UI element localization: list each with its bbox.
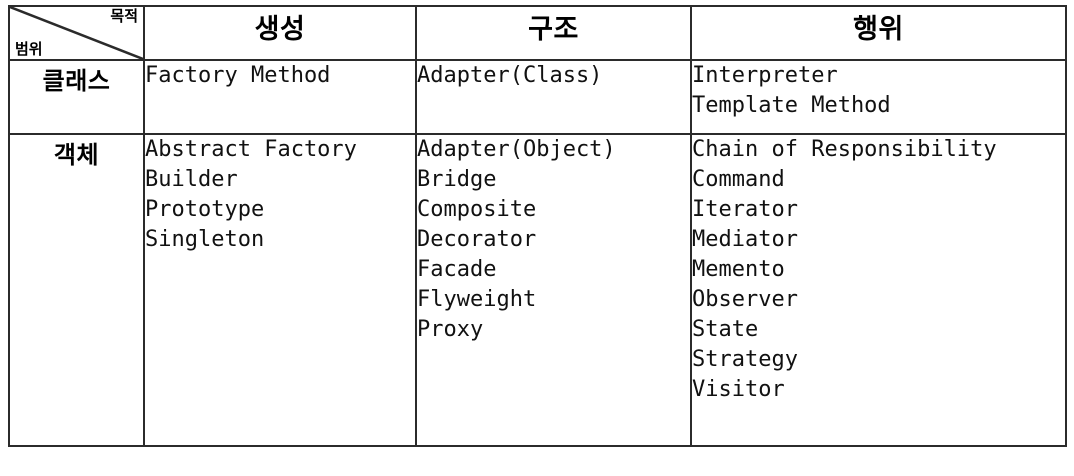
list-item: Mediator — [692, 227, 798, 252]
pattern-list: Chain of Responsibility Command Iterator… — [692, 135, 1065, 405]
list-item: Builder — [145, 167, 238, 192]
list-item: Composite — [417, 197, 537, 222]
cell-object-structural: Adapter(Object) Bridge Composite Decorat… — [415, 133, 692, 447]
list-item: Template Method — [692, 93, 891, 118]
cell-class-structural: Adapter(Class) — [415, 59, 692, 135]
list-item: Interpreter — [692, 63, 838, 88]
pattern-list: Interpreter Template Method — [692, 61, 1065, 121]
corner-purpose-label: 목적 — [110, 7, 138, 25]
column-header-behavioral: 행위 — [690, 5, 1067, 61]
cell-class-behavioral: Interpreter Template Method — [690, 59, 1067, 135]
row-header-class: 클래스 — [8, 59, 145, 135]
column-header-structural: 구조 — [415, 5, 692, 61]
corner-split-cell: 목적 범위 — [8, 5, 145, 61]
list-item: Adapter(Class) — [417, 63, 603, 88]
list-item: Strategy — [692, 347, 798, 372]
list-item: Iterator — [692, 197, 798, 222]
pattern-list: Adapter(Object) Bridge Composite Decorat… — [417, 135, 690, 345]
list-item: Visitor — [692, 377, 785, 402]
list-item: Abstract Factory — [145, 137, 357, 162]
pattern-list: Adapter(Class) — [417, 61, 690, 91]
row-header-object: 객체 — [8, 133, 145, 447]
table-row-object: 객체 Abstract Factory Builder Prototype Si… — [8, 133, 1067, 447]
list-item: Decorator — [417, 227, 537, 252]
diagonal-divider-icon — [10, 7, 143, 59]
list-item: Chain of Responsibility — [692, 137, 997, 162]
cell-object-behavioral: Chain of Responsibility Command Iterator… — [690, 133, 1067, 447]
list-item: Adapter(Object) — [417, 137, 616, 162]
table-row-class: 클래스 Factory Method Adapter(Class) Interp… — [8, 59, 1067, 135]
corner-scope-label: 범위 — [15, 39, 43, 58]
list-item: Observer — [692, 287, 798, 312]
cell-object-creational: Abstract Factory Builder Prototype Singl… — [143, 133, 417, 447]
list-item: Singleton — [145, 227, 265, 252]
list-item: State — [692, 317, 759, 342]
list-item: Flyweight — [417, 287, 537, 312]
list-item: Factory Method — [145, 63, 331, 88]
cell-class-creational: Factory Method — [143, 59, 417, 135]
column-header-creational: 생성 — [143, 5, 417, 61]
list-item: Memento — [692, 257, 785, 282]
table-header-row: 목적 범위 생성 구조 행위 — [8, 5, 1067, 61]
list-item: Bridge — [417, 167, 497, 192]
pattern-list: Factory Method — [145, 61, 415, 91]
pattern-list: Abstract Factory Builder Prototype Singl… — [145, 135, 415, 255]
list-item: Prototype — [145, 197, 265, 222]
list-item: Proxy — [417, 317, 484, 342]
list-item: Facade — [417, 257, 497, 282]
design-patterns-table: 목적 범위 생성 구조 행위 클래스 Factory Method Adapte… — [8, 5, 1067, 447]
list-item: Command — [692, 167, 785, 192]
